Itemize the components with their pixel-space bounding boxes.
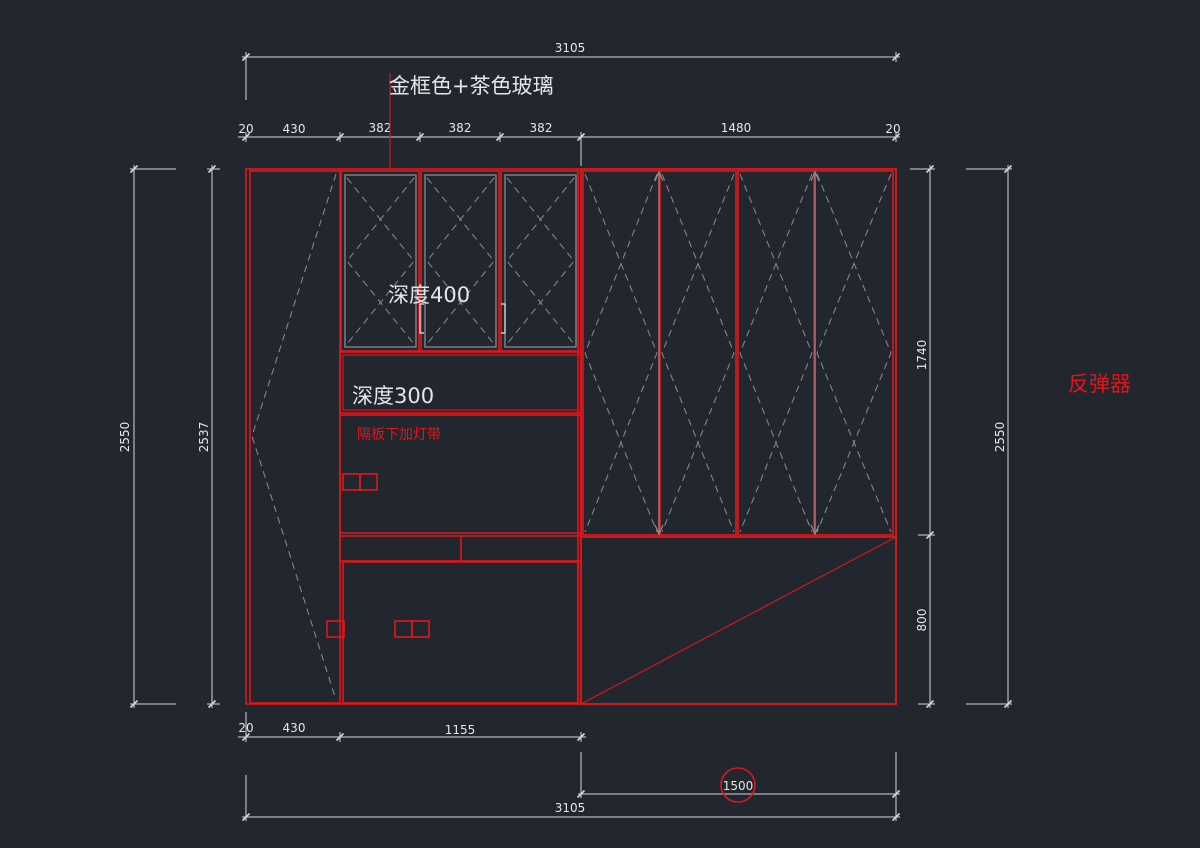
dim-label-bottom-right: 1500 xyxy=(723,779,754,793)
glass-door-3 xyxy=(500,170,579,352)
dim-label-right-lower: 800 xyxy=(915,609,929,632)
dim-label-right-outer: 2550 xyxy=(993,422,1007,453)
dim-label-top-overall: 3105 xyxy=(555,41,586,55)
socket-box xyxy=(326,620,345,638)
dim-label-top-seg-5: 382 xyxy=(530,121,553,135)
depth-shelf-label: 深度300 xyxy=(352,384,434,408)
glass-door-1 xyxy=(340,170,420,352)
light-strip-note: 隔板下加灯带 xyxy=(357,427,441,443)
dim-tick xyxy=(891,52,901,62)
tall-door-4-swing xyxy=(816,173,892,533)
dim-tick xyxy=(925,164,935,174)
tall-door-2-swing xyxy=(661,173,735,533)
dim-tick xyxy=(576,132,586,142)
lower-cabinet xyxy=(342,561,579,704)
dim-tick xyxy=(1003,699,1013,709)
dim-tick xyxy=(495,132,505,142)
dim-tick xyxy=(241,52,251,62)
dim-tick xyxy=(241,732,251,742)
tall-door-1-swing xyxy=(584,173,658,533)
left-door-swing-line xyxy=(251,173,337,701)
dim-tick xyxy=(129,164,139,174)
socket-box xyxy=(359,473,378,491)
tall-door-3-swing xyxy=(739,173,813,533)
arrow-head-icon xyxy=(654,524,664,536)
dim-label-left-outer: 2550 xyxy=(118,422,132,453)
socket-box xyxy=(411,620,430,638)
glass-note: 金框色+茶色玻璃 xyxy=(389,74,554,98)
dim-tick xyxy=(415,132,425,142)
shelf-inner xyxy=(342,354,579,411)
dim-tick xyxy=(207,699,217,709)
dim-label-right-upper: 1740 xyxy=(915,340,929,371)
cabinet: 深度400 深度300 隔板下加灯带 xyxy=(245,168,897,705)
tall-door-2-swing xyxy=(661,173,735,533)
dim-label-bottom-seg-1: 20 xyxy=(238,721,253,735)
dim-label-top-seg-6: 1480 xyxy=(721,121,752,135)
dimensions: 3105 20 430 382 382 382 1480 20 2550 253… xyxy=(118,41,1012,821)
dim-label-top-seg-3: 382 xyxy=(369,121,392,135)
dim-tick xyxy=(891,132,901,142)
tall-door-3-swing xyxy=(739,173,813,533)
tall-door-2 xyxy=(659,170,737,536)
dim-label-top-seg-4: 382 xyxy=(449,121,472,135)
dim-label-bottom-seg-2: 430 xyxy=(283,721,306,735)
dim-tick xyxy=(925,530,935,540)
dim-tick xyxy=(576,789,586,799)
depth-upper-label: 深度400 xyxy=(388,283,470,307)
dim-tick xyxy=(207,164,217,174)
dim-label-left-inner: 2537 xyxy=(197,422,211,453)
dim-tick xyxy=(891,812,901,822)
dim-tick xyxy=(891,789,901,799)
dim-label-bottom-seg-3: 1155 xyxy=(445,723,476,737)
arrow-head-icon xyxy=(654,170,664,182)
tall-door-3 xyxy=(737,170,815,536)
dim-tick xyxy=(241,132,251,142)
dim-tick xyxy=(925,699,935,709)
glass-panel-3 xyxy=(504,174,577,348)
lower-right-cabinet xyxy=(580,536,897,705)
arrow-head-icon xyxy=(810,524,820,536)
arrow-head-icon xyxy=(810,170,820,182)
dim-label-bottom-overall: 3105 xyxy=(555,801,586,815)
dim-tick xyxy=(576,732,586,742)
glass-door-2 xyxy=(420,170,500,352)
highlight-circle xyxy=(720,767,756,803)
tall-door-4-swing xyxy=(816,173,892,533)
rebound-note: 反弹器 xyxy=(1068,372,1131,396)
door-handle-left xyxy=(419,303,424,334)
dimension-ticks xyxy=(129,52,1013,822)
dim-label-top-seg-7: 20 xyxy=(885,122,900,136)
dim-tick xyxy=(241,812,251,822)
door-handle-right xyxy=(501,303,506,334)
lower-right-diagonal xyxy=(580,536,897,705)
glass-panel-2 xyxy=(424,174,497,348)
dim-label-top-seg-2: 430 xyxy=(283,122,306,136)
dim-tick xyxy=(1003,164,1013,174)
glass-panel-1 xyxy=(344,174,417,348)
dim-label-top-seg-1: 20 xyxy=(238,122,253,136)
dim-tick xyxy=(335,132,345,142)
dim-tick xyxy=(335,732,345,742)
dim-tick xyxy=(129,699,139,709)
tall-door-1-swing xyxy=(584,173,658,533)
